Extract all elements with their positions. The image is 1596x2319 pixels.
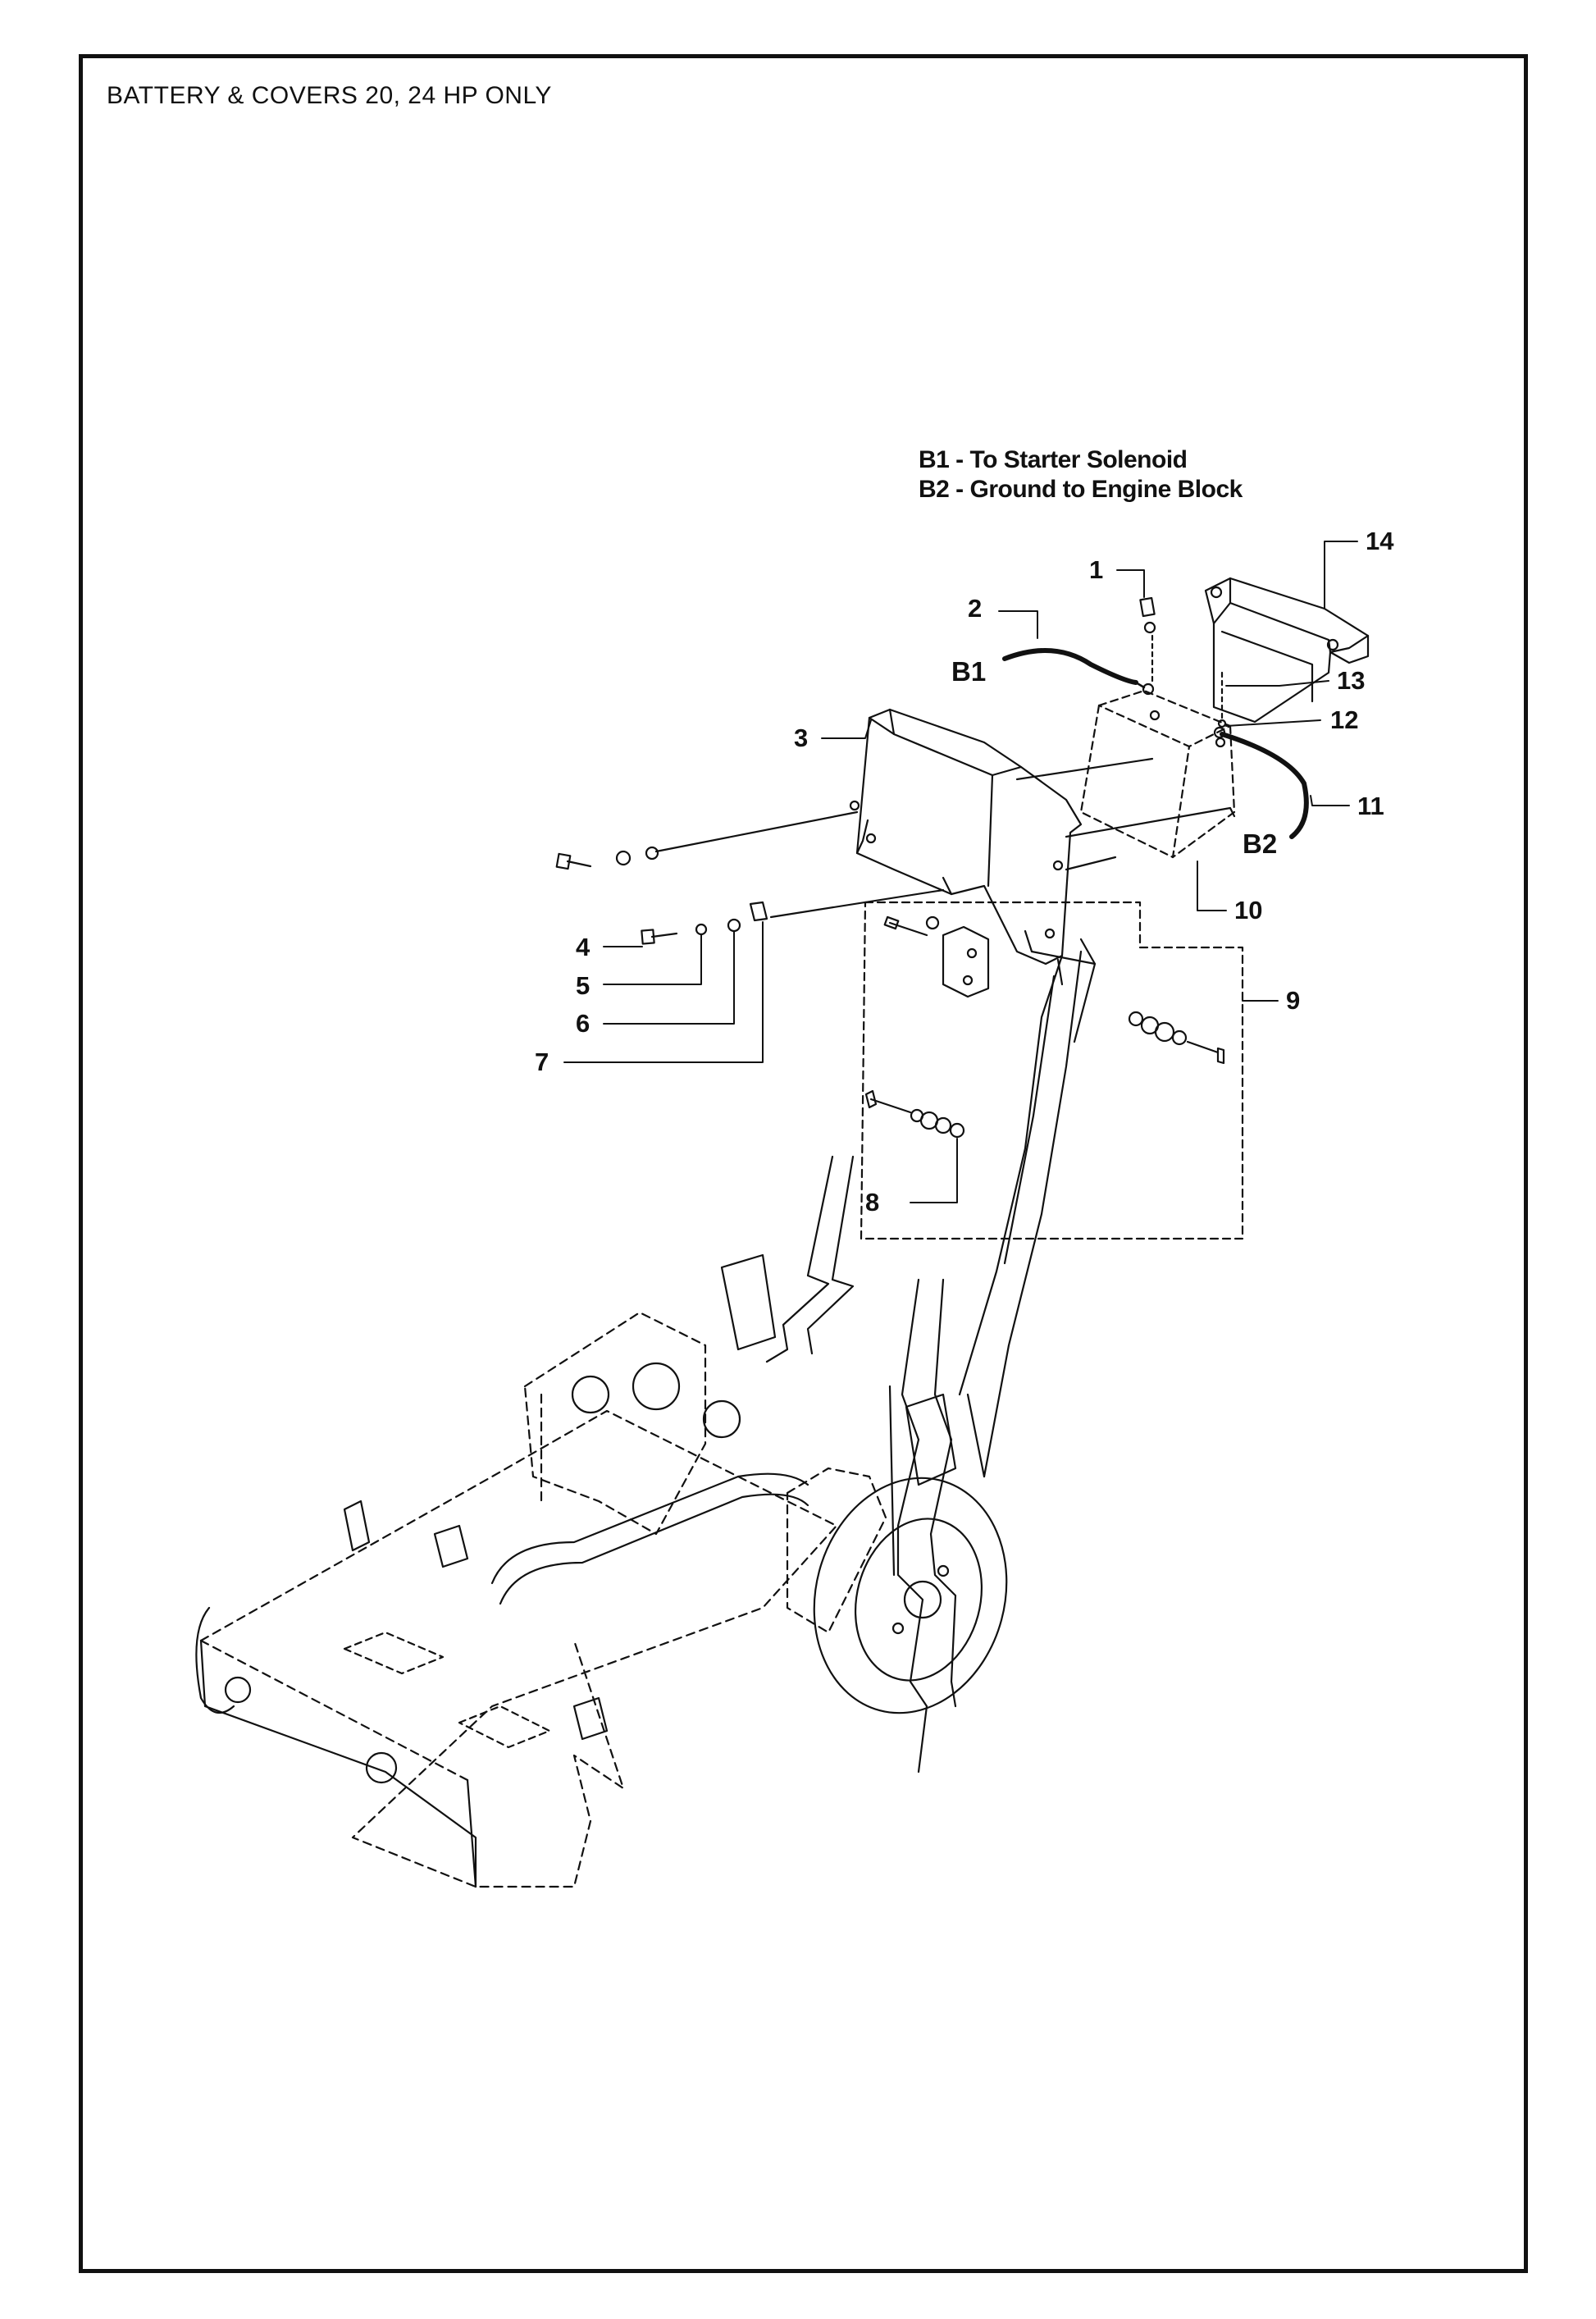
part-8-bolt-set xyxy=(864,1089,965,1139)
callout-9: 9 xyxy=(1286,986,1300,1015)
callout-4: 4 xyxy=(576,933,591,961)
page-title: BATTERY & COVERS 20, 24 HP ONLY xyxy=(107,82,552,109)
callout-5: 5 xyxy=(576,971,590,1000)
mower-chassis xyxy=(195,1253,1008,1888)
page-border xyxy=(79,54,1528,2273)
terminal-hardware xyxy=(1139,596,1227,728)
handle-bar xyxy=(765,929,1097,1773)
callout-14: 14 xyxy=(1366,527,1394,555)
callout-11: 11 xyxy=(1357,792,1384,820)
legend-b1: B1 - To Starter Solenoid xyxy=(919,446,1188,473)
cable-label-b2: B2 xyxy=(1243,829,1277,859)
part-14-battery-cover xyxy=(1204,577,1370,724)
leader-lines xyxy=(563,541,1358,1203)
tray-rail xyxy=(1015,757,1236,871)
mount-plate xyxy=(883,915,990,998)
cable-b2 xyxy=(1213,726,1309,839)
callout-7: 7 xyxy=(535,1048,549,1076)
callout-12: 12 xyxy=(1330,705,1358,734)
hardware-lower-row xyxy=(641,888,945,945)
hardware-upper-row xyxy=(555,810,859,870)
bolt-set-right xyxy=(1128,1011,1225,1065)
callout-2: 2 xyxy=(968,594,982,623)
callout-3: 3 xyxy=(794,724,808,752)
callout-1: 1 xyxy=(1089,555,1103,584)
part-10-battery xyxy=(1079,689,1236,859)
cable-label-b1: B1 xyxy=(951,656,986,687)
callout-8: 8 xyxy=(865,1188,879,1217)
callout-6: 6 xyxy=(576,1009,590,1038)
legend-b2: B2 - Ground to Engine Block xyxy=(919,476,1243,503)
callout-13: 13 xyxy=(1337,666,1365,695)
part-9-bracket-group xyxy=(860,901,1244,1240)
callout-10: 10 xyxy=(1234,896,1262,924)
cable-b1 xyxy=(1002,648,1155,696)
